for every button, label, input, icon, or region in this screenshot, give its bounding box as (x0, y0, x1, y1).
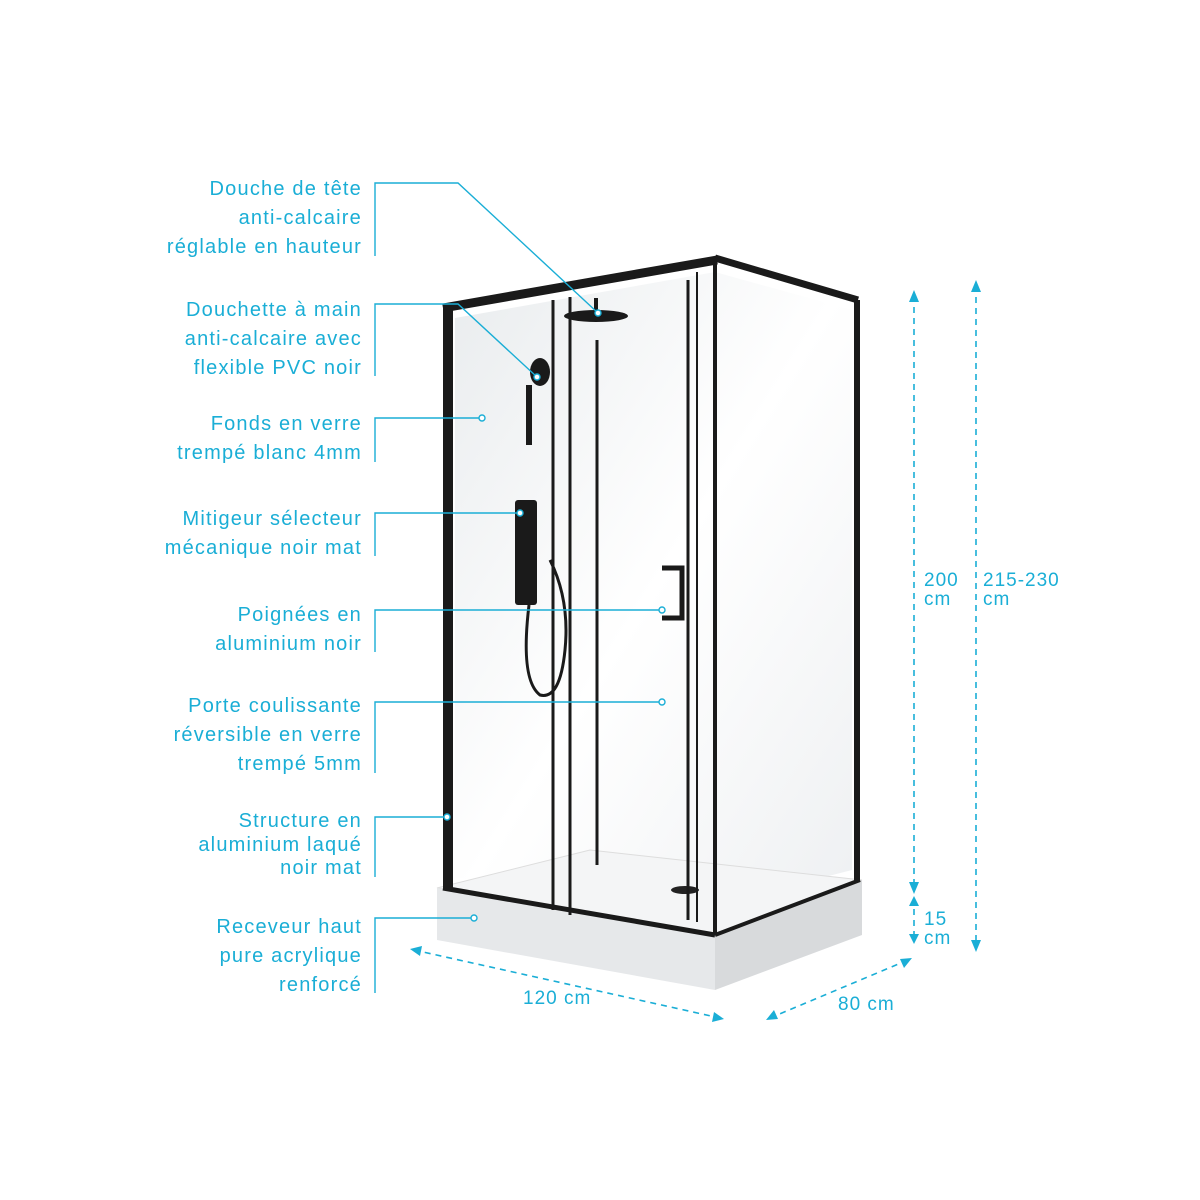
leader-lines (374, 182, 666, 993)
label-line: pure acrylique (219, 945, 362, 967)
label-line: Douchette à main (186, 299, 362, 321)
label-sliding-door: Porte coulissante réversible en verre tr… (174, 692, 362, 779)
label-mixer: Mitigeur sélecteur mécanique noir mat (165, 505, 362, 563)
label-line: réversible en verre (173, 724, 362, 746)
door-handle (662, 565, 685, 621)
dim-unit: cm (983, 589, 1011, 610)
label-line: Structure en (238, 810, 362, 832)
label-line: renforcé (279, 974, 362, 996)
dim-total-height: 215-230 cm (983, 571, 1060, 609)
label-line: trempé blanc 4mm (177, 442, 362, 464)
label-line: réglable en hauteur (166, 236, 362, 258)
mixer-panel (515, 500, 537, 605)
label-hand-shower: Douchette à main anti-calcaire avec flex… (185, 296, 362, 383)
label-line: Douche de tête (209, 178, 362, 200)
label-line: trempé 5mm (237, 753, 362, 775)
shower-tray (436, 849, 863, 990)
dim-depth: 80 cm (838, 994, 895, 1015)
back-glass-panel (455, 272, 852, 905)
dim-unit: cm (924, 928, 952, 949)
label-line: Fonds en verre (210, 413, 362, 435)
label-back-glass: Fonds en verre trempé blanc 4mm (177, 410, 362, 468)
label-head-shower: Douche de tête anti-calcaire réglable en… (167, 175, 362, 262)
label-line: aluminium noir (215, 633, 362, 655)
label-structure: Structure en aluminium laqué noir mat (198, 810, 362, 881)
dim-value: 215-230 (983, 570, 1060, 591)
label-line: Porte coulissante (188, 695, 362, 717)
label-line: Poignées en (237, 604, 362, 626)
label-line: Receveur haut (216, 916, 362, 938)
label-line: anti-calcaire (238, 207, 362, 229)
dim-value: 15 (924, 909, 948, 930)
label-line: anti-calcaire avec (184, 328, 362, 350)
label-line: flexible PVC noir (193, 357, 362, 379)
dim-value: 200 (924, 570, 959, 591)
dim-width: 120 cm (523, 988, 592, 1009)
label-line: aluminium laqué (198, 833, 362, 856)
label-line: noir mat (280, 857, 362, 879)
label-handles: Poignées en aluminium noir (215, 601, 362, 659)
dimension-arrows (413, 286, 977, 1019)
dim-unit: cm (924, 589, 952, 610)
arrow-heads (410, 280, 981, 1022)
dim-tray-height: 15 cm (924, 910, 951, 948)
aluminium-frame (442, 254, 861, 938)
label-line: mécanique noir mat (164, 537, 362, 559)
label-tray: Receveur haut pure acrylique renforcé (216, 913, 362, 1000)
hand-shower (530, 358, 550, 386)
label-line: Mitigeur sélecteur (182, 508, 362, 530)
dim-cabin-height: 200 cm (924, 571, 959, 609)
